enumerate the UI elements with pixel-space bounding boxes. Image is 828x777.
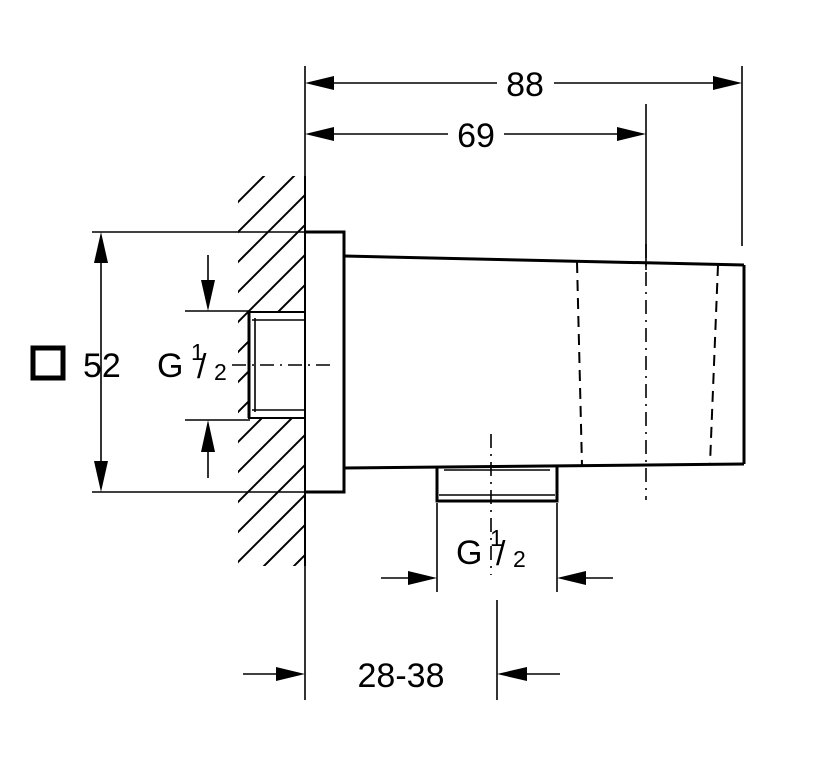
outlet-nipple-outline [435, 465, 559, 503]
body-hidden-edge-2 [709, 264, 719, 465]
arrowhead-28-38-right [497, 667, 527, 681]
square-symbol-icon [30, 345, 66, 381]
arrowhead-28-38-left [276, 667, 305, 681]
arrowhead-inlet-top [201, 280, 215, 311]
inlet-thread-label-numerator: 1 [191, 339, 204, 365]
inlet-thread-label-slash: / [197, 348, 207, 386]
flange-plate [306, 230, 346, 494]
square-size-dimension: 52 [30, 231, 308, 493]
dimension-label-52: 52 [83, 347, 121, 385]
outlet-thread-label-slash: / [496, 535, 506, 573]
centerlines [232, 244, 647, 575]
dimension-label-69: 69 [457, 117, 495, 155]
body-hidden-edge-1 [576, 261, 583, 467]
outlet-thread-dimension: G 1 / 2 [381, 503, 613, 592]
inlet-thread-label-g: G [157, 347, 183, 385]
outlet-thread-label-numerator: 1 [490, 525, 503, 551]
arrowhead-52-bottom [94, 461, 108, 492]
overall-length-dimension: 88 [305, 66, 742, 104]
arrowhead-88-left [305, 76, 334, 90]
arrowhead-88-right [713, 76, 742, 90]
outlet-nipple [435, 465, 559, 503]
dimension-label-28-38: 28-38 [358, 657, 445, 695]
arrowhead-outlet-right [557, 571, 586, 585]
inlet-socket [247, 311, 305, 419]
outlet-thread-label-g: G [456, 534, 482, 572]
arrowhead-inlet-bottom [201, 420, 215, 452]
flange-outline [306, 230, 346, 494]
body-length-dimension: 69 [305, 117, 646, 155]
dimension-label-88: 88 [506, 66, 544, 104]
inlet-thread-dimension: G 1 / 2 [157, 255, 250, 478]
wall-hatching [238, 176, 305, 566]
arrowhead-outlet-left [408, 571, 437, 585]
arrowhead-69-right [617, 127, 646, 141]
arrowhead-52-top [94, 232, 108, 263]
outlet-thread-label-denominator: 2 [513, 546, 526, 572]
body-top-edge [343, 254, 745, 267]
inlet-thread-label-denominator: 2 [214, 359, 227, 385]
hatched-wall-section [238, 176, 306, 566]
arrowhead-69-left [305, 127, 334, 141]
tapered-body [343, 254, 746, 470]
body-bottom-edge [343, 462, 745, 470]
wall-offset-dimension: 28-38 [243, 566, 560, 700]
